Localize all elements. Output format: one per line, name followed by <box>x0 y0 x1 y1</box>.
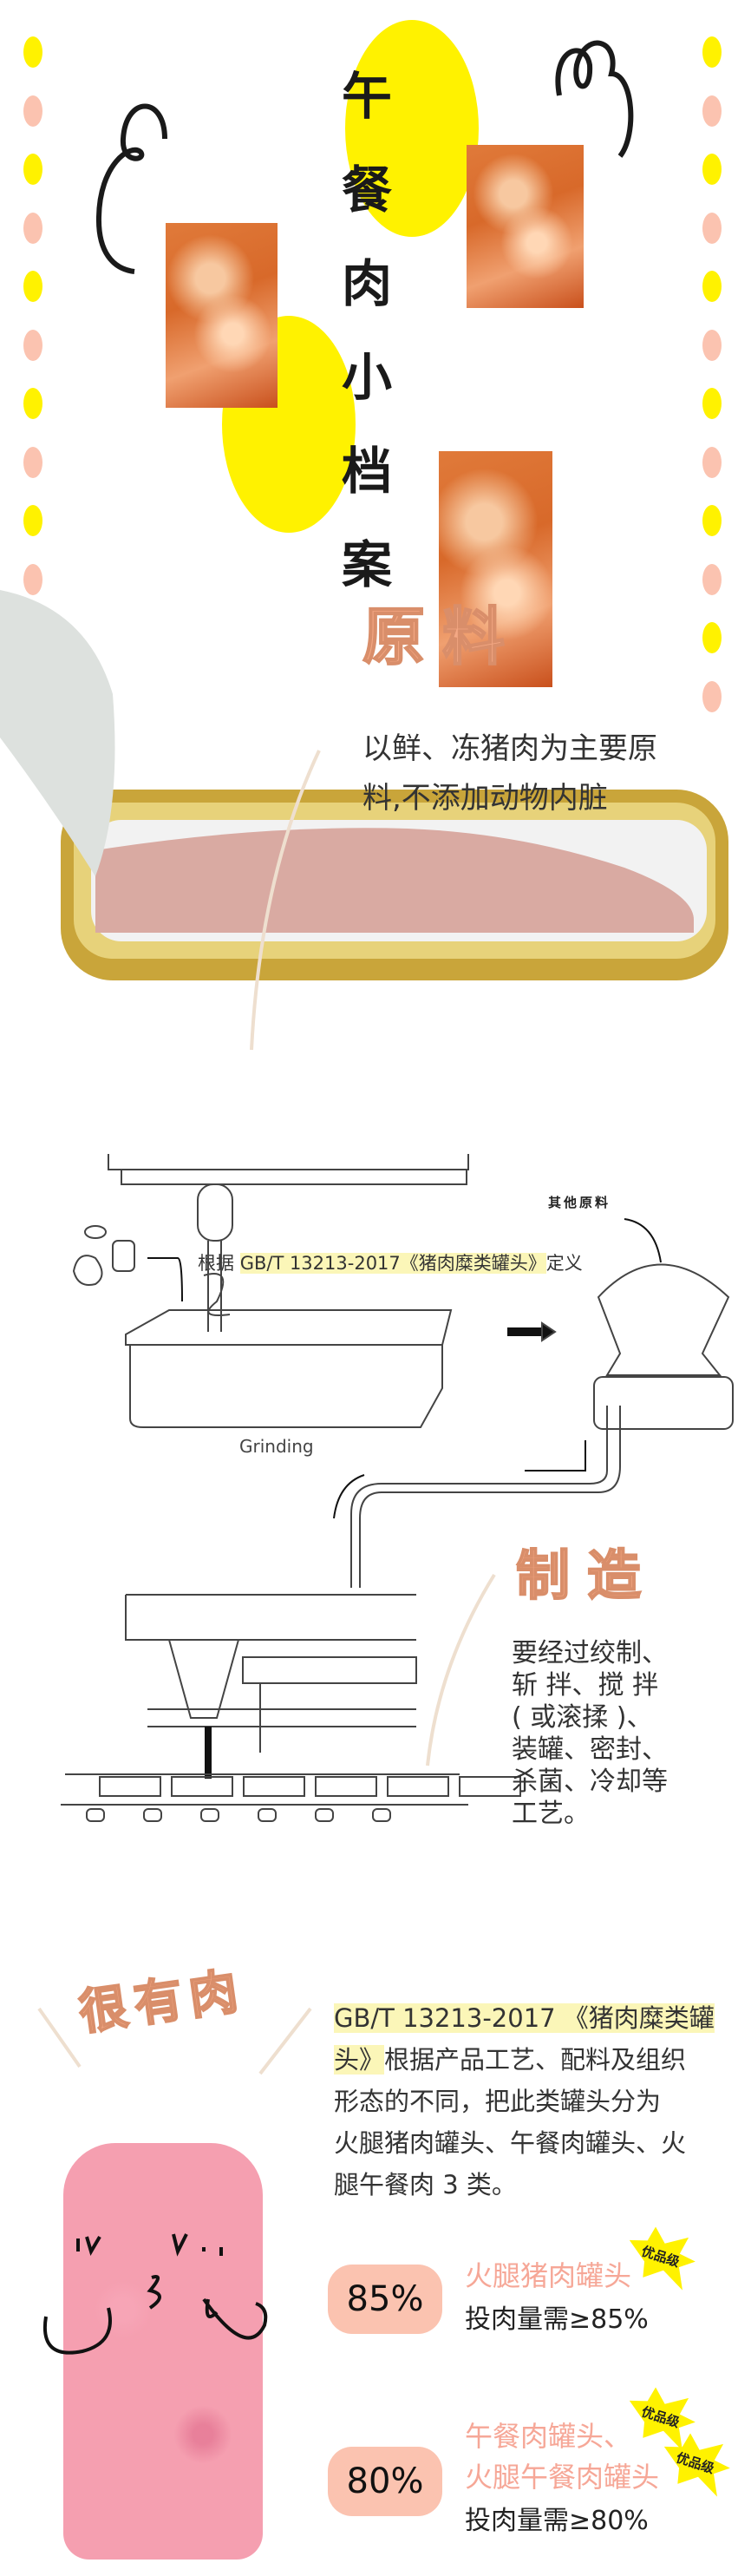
dot <box>702 154 722 185</box>
premium-badge: 优品级 <box>620 2220 702 2291</box>
manufacturing-diagram <box>61 1154 734 1822</box>
dot <box>23 388 42 419</box>
accent-lines <box>37 2007 312 2075</box>
title-char: 小 <box>342 348 393 407</box>
can <box>387 1776 449 1797</box>
body-line: 杀菌、冷却等 <box>512 1766 668 1797</box>
premium-badge: 优品级 <box>655 2427 737 2498</box>
grade-name: 午餐肉罐头、 <box>465 2420 632 2453</box>
roller <box>200 1808 219 1822</box>
yellow-circle <box>345 20 479 237</box>
dot <box>702 329 722 361</box>
dot <box>23 271 42 302</box>
luncheon-meat-photo <box>63 2143 263 2560</box>
title-char: 午 <box>342 67 393 126</box>
body-line: 装罐、密封、 <box>512 1734 668 1765</box>
meat-photo <box>166 223 278 408</box>
face-doodle <box>42 2233 268 2355</box>
body-line: ( 或滚揉 )、 <box>512 1702 653 1733</box>
dot <box>702 388 722 419</box>
can <box>99 1776 161 1797</box>
body-line: 斩 拌、搅 拌 <box>512 1670 659 1701</box>
dot <box>702 271 722 302</box>
body-line: 以鲜、冻猪肉为主要原 <box>362 731 657 766</box>
roller <box>86 1808 105 1822</box>
dot <box>23 446 42 478</box>
dot <box>702 563 722 595</box>
manufacturing-title: 制造 <box>515 1543 659 1608</box>
source-note: 根据 GB/T 13213-2017《猪肉糜类罐头》定义 <box>198 1253 583 1274</box>
pointer-line <box>426 1573 496 1766</box>
dot <box>702 622 722 653</box>
title-char: 案 <box>342 535 393 594</box>
standard-paragraph: GB/T 13213-2017 《猪肉糜类罐 头》根据产品工艺、配料及组织 形态… <box>334 2003 715 2199</box>
can <box>459 1776 521 1797</box>
dot <box>23 95 42 127</box>
title-char: 肉 <box>342 254 393 313</box>
dot <box>23 154 42 185</box>
dot <box>702 95 722 127</box>
dot <box>23 36 42 68</box>
dot <box>23 563 42 595</box>
can <box>243 1776 305 1797</box>
grade-requirement: 投肉量需≥80% <box>465 2506 649 2536</box>
roller <box>143 1808 162 1822</box>
grade-requirement: 投肉量需≥85% <box>465 2304 649 2335</box>
can <box>171 1776 233 1797</box>
squiggle-doodle <box>95 103 167 274</box>
dot <box>23 329 42 361</box>
title-char: 餐 <box>342 161 393 220</box>
ingredients-title: 原料 <box>362 600 523 674</box>
body-line: 工艺。 <box>512 1799 590 1829</box>
other-ingredients-label: 其他原料 <box>548 1195 611 1210</box>
percent-badge-85: 85% <box>328 2265 442 2334</box>
grade-name: 火腿午餐肉罐头 <box>465 2461 660 2494</box>
title-char: 档 <box>342 442 393 501</box>
meat-photo <box>439 451 552 687</box>
dot <box>23 212 42 244</box>
dot <box>702 446 722 478</box>
percent-badge-80: 80% <box>328 2447 442 2516</box>
dot <box>702 212 722 244</box>
cloud-doodle <box>555 40 634 158</box>
dot <box>702 505 722 536</box>
body-line: 料,不添加动物内脏 <box>362 781 608 816</box>
grade-name: 火腿猪肉罐头 <box>465 2259 632 2292</box>
opened-tin-photo <box>0 590 728 980</box>
roller <box>258 1808 277 1822</box>
grinding-label: Grinding <box>239 1436 314 1457</box>
dot <box>702 36 722 68</box>
roller <box>315 1808 334 1822</box>
roller <box>372 1808 391 1822</box>
can <box>315 1776 377 1797</box>
body-line: 要经过绞制、 <box>512 1638 668 1668</box>
dot <box>702 680 722 712</box>
meat-photo <box>467 145 584 308</box>
dot <box>23 505 42 536</box>
pointer-line <box>250 750 321 1051</box>
